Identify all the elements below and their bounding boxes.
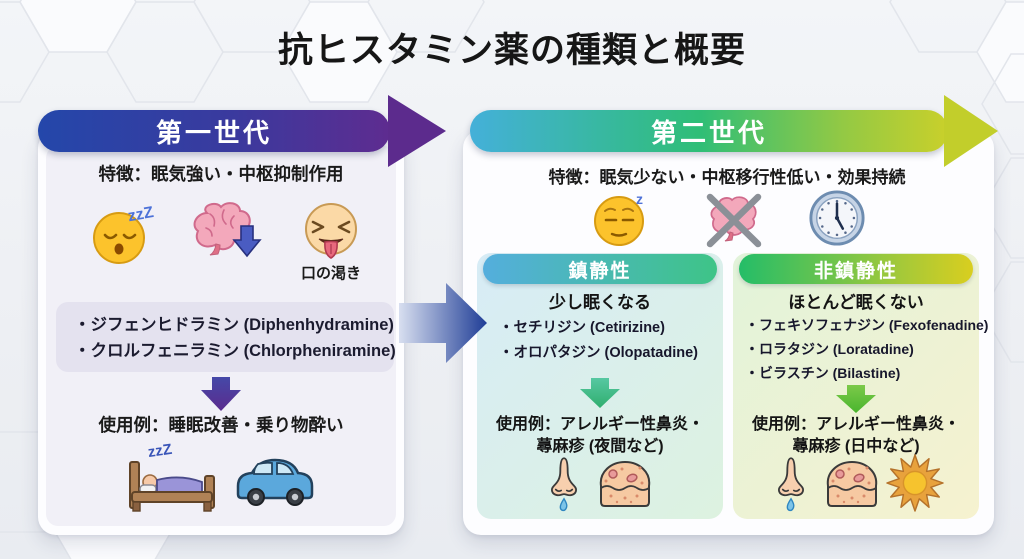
gen2-features-text: 特徴：眠気少ない・中枢移行性低い・効果持続 [548,168,906,187]
zzz-glyph: zzZ [127,204,156,225]
gen1-down-arrow-icon [201,377,241,411]
gen1-usage-text: 使用例：睡眠改善・乗り物酔い [98,415,344,435]
gen1-banner: 第一世代 [38,110,390,152]
no-brain-effect-icon [706,193,762,248]
generation-transition-arrow-icon [399,283,487,363]
non-sedating-usage-line1: 使用例：アレルギー性鼻炎・ [751,416,960,433]
drug-item: ・ロラタジン (Loratadine) [745,341,914,357]
non-sedating-usage-line2: 蕁麻疹 (日中など) [792,438,920,455]
car-icon [236,458,314,506]
sedating-usage-line1: 使用例：アレルギー性鼻炎・ [495,416,704,433]
gen1-drug-list: ・ジフェンヒドラミン (Diphenhydramine) ・クロルフェニラミン … [56,302,396,372]
nose-icon [778,457,804,512]
non-sedating-header-pill: 非鎮静性 [739,254,973,284]
gen1-banner-label: 第一世代 [155,117,272,148]
gen2-banner: 第二世代 [470,110,948,152]
gen2-banner-label: 第二世代 [650,117,767,148]
z-glyph: z [636,191,643,207]
brain-suppression-icon [193,202,262,258]
sedating-down-arrow-icon [580,378,620,408]
gen1-features-text: 特徴：眠気強い・中枢抑制作用 [98,164,344,184]
skin-rash-icon [599,460,651,507]
gen1-banner-arrowhead-icon [388,95,446,167]
sedating-header-pill: 鎮静性 [483,254,717,284]
dry-mouth-icon [305,203,357,259]
sedating-subtitle: 少し眠くなる [549,293,651,312]
drug-item: ・フェキソフェナジン (Fexofenadine) [745,317,989,333]
sedating-drug-list: ・セチリジン (Cetirizine) ・オロパタジン (Olopatadine… [499,316,698,366]
gen2-banner-arrowhead-icon [944,95,998,167]
drug-item: ・ビラスチン (Bilastine) [745,365,901,381]
non-sedating-header-label: 非鎮静性 [813,260,898,282]
sedating-usage-line2: 蕁麻疹 (夜間など) [536,438,664,455]
drug-item: ・オロパタジン (Olopatadine) [499,345,698,361]
bed-icon: zzZ [129,441,215,512]
dry-mouth-caption: 口の渇き [300,265,361,282]
sleeping-face-icon: zzZ [93,204,156,264]
drug-item: ・セチリジン (Cetirizine) [499,320,665,336]
non-sedating-drug-list: ・フェキソフェナジン (Fexofenadine) ・ロラタジン (Lorata… [745,313,988,385]
sun-icon [886,454,944,512]
zzz-glyph: zzZ [147,441,173,461]
drug-item: ・クロルフェニラミン (Chlorpheniramine) [74,342,396,360]
page-title: 抗ヒスタミン薬の種類と概要 [277,31,746,70]
non-sedating-down-arrow-icon [836,385,876,413]
nose-icon [551,457,577,512]
clock-icon [809,190,865,246]
skin-rash-icon [826,460,878,507]
non-sedating-subtitle: ほとんど眠くない [788,293,924,312]
drug-item: ・ジフェンヒドラミン (Diphenhydramine) [74,316,394,334]
sedating-header-label: 鎮静性 [568,260,632,282]
drowsy-face-icon: z [594,191,644,246]
